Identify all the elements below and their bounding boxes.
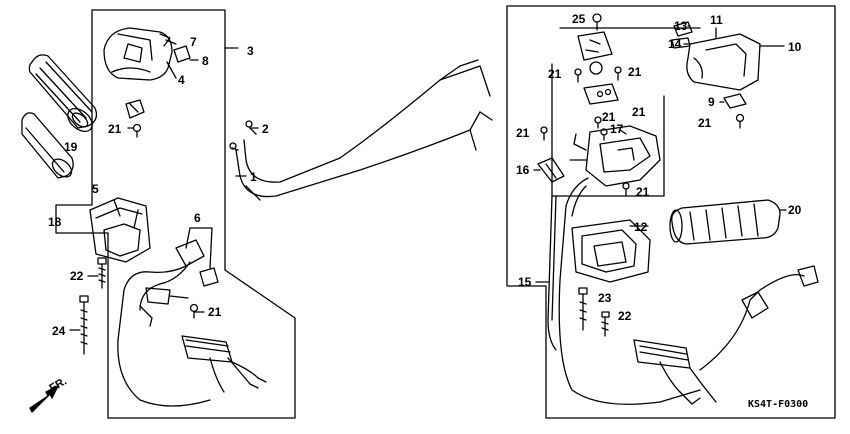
screw-part-23 bbox=[578, 287, 588, 331]
callout-18: 18 bbox=[48, 215, 62, 229]
callout-21-right-g: 21 bbox=[698, 116, 712, 130]
callout-13: 13 bbox=[674, 19, 688, 33]
screw-21-right-f bbox=[622, 182, 630, 197]
screw-21-right-c bbox=[540, 126, 548, 141]
clamp bbox=[125, 99, 145, 119]
label-part-14 bbox=[671, 37, 691, 49]
leader-17 bbox=[619, 129, 627, 135]
callout-10: 10 bbox=[788, 40, 802, 54]
callout-23: 23 bbox=[598, 291, 612, 305]
screw-part-22-left bbox=[97, 257, 107, 289]
label-part-8 bbox=[173, 45, 191, 63]
callout-21-right-c: 21 bbox=[516, 126, 530, 140]
leader-7 bbox=[165, 39, 177, 45]
callout-2: 2 bbox=[262, 122, 269, 136]
callout-25: 25 bbox=[572, 12, 586, 26]
washer bbox=[589, 61, 603, 75]
mid-bracket bbox=[583, 83, 619, 105]
callout-22-right: 22 bbox=[618, 309, 632, 323]
callout-21-right-b: 21 bbox=[628, 65, 642, 79]
right-inner-frame bbox=[551, 27, 701, 197]
callout-15: 15 bbox=[518, 275, 532, 289]
callout-16: 16 bbox=[516, 163, 530, 177]
switch-part-17 bbox=[569, 125, 661, 187]
callout-12: 12 bbox=[634, 220, 648, 234]
switch-housing-part-4 bbox=[103, 27, 173, 81]
callout-24: 24 bbox=[52, 324, 66, 338]
callout-6: 6 bbox=[194, 211, 201, 225]
callout-19: 19 bbox=[64, 140, 78, 154]
callout-21-right-a: 21 bbox=[548, 67, 562, 81]
callout-3: 3 bbox=[247, 44, 254, 58]
lower-housing-part-5 bbox=[89, 197, 151, 263]
harness-right bbox=[558, 177, 701, 405]
callout-21-right-d: 21 bbox=[632, 105, 646, 119]
clip-part-16 bbox=[537, 157, 565, 183]
throttle-cables-parts-1-2 bbox=[229, 59, 493, 201]
screw-21-right-e bbox=[600, 128, 608, 141]
cover-part-11 bbox=[686, 33, 761, 91]
leader-4 bbox=[166, 61, 177, 79]
label-part-13 bbox=[673, 21, 693, 37]
right-group-frame bbox=[506, 5, 836, 419]
callout-21-right-f: 21 bbox=[636, 185, 650, 199]
left-group-frame bbox=[55, 9, 296, 419]
screw-21-right-g bbox=[735, 113, 745, 129]
leader-6 bbox=[185, 227, 213, 269]
callout-17: 17 bbox=[610, 122, 624, 136]
screw-21-right-b bbox=[614, 66, 622, 81]
callout-20: 20 bbox=[788, 203, 802, 217]
label-part-7 bbox=[159, 33, 171, 47]
callout-21-right-e: 21 bbox=[602, 110, 616, 124]
front-label: FR. bbox=[48, 375, 69, 394]
callout-9: 9 bbox=[708, 95, 715, 109]
screw-21-left-a bbox=[132, 123, 142, 138]
left-grip-sleeve-part-18 bbox=[21, 112, 74, 179]
screw-part-24 bbox=[79, 295, 89, 355]
screw-21-right-d bbox=[594, 116, 602, 129]
front-arrow bbox=[29, 385, 59, 413]
callout-14: 14 bbox=[668, 37, 682, 51]
callout-4: 4 bbox=[178, 73, 185, 87]
callout-7: 7 bbox=[190, 35, 197, 49]
callout-21-left-b: 21 bbox=[208, 305, 222, 319]
callout-21-left-a: 21 bbox=[108, 122, 122, 136]
screw-21-left-b bbox=[189, 303, 199, 319]
housing-part-12 bbox=[571, 219, 651, 283]
cable-part-15 bbox=[547, 195, 557, 351]
upper-bracket bbox=[577, 31, 613, 61]
callout-11: 11 bbox=[710, 13, 723, 27]
screw-21-right-a bbox=[574, 68, 582, 83]
callout-5: 5 bbox=[92, 182, 99, 196]
left-grip-part-19 bbox=[28, 54, 98, 132]
connector-harness-right bbox=[633, 265, 819, 405]
diagram-code: KS4T-F0300 bbox=[748, 399, 808, 410]
callout-8: 8 bbox=[202, 54, 209, 68]
callout-22-left: 22 bbox=[70, 269, 84, 283]
screw-part-22-right bbox=[601, 311, 610, 337]
clamp-part-9 bbox=[723, 93, 747, 109]
right-grip-part-20 bbox=[669, 199, 781, 245]
callout-1: 1 bbox=[250, 170, 257, 184]
screw-part-25 bbox=[592, 13, 602, 31]
switch-assembly-part-6 bbox=[117, 239, 267, 407]
